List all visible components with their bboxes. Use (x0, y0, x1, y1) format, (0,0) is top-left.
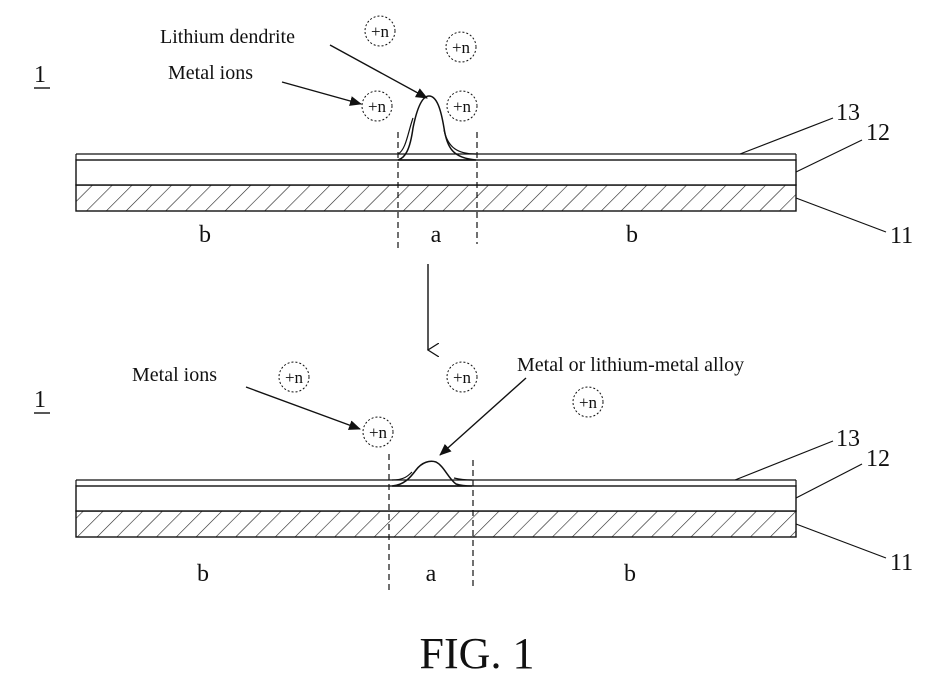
region-a-top: a (431, 222, 442, 248)
ion-bottom-4: +n (363, 417, 393, 447)
ion-top-1: +n (365, 16, 395, 46)
svg-text:+n: +n (371, 22, 390, 41)
layer-number-11-top: 11 (890, 223, 913, 249)
bottom-figure-number: 1 (34, 387, 46, 413)
leader-12-top (796, 140, 862, 172)
ion-bottom-3: +n (573, 387, 603, 417)
top-panel: 1 +n +n +n +n Lithium dendrite Metal ion… (34, 16, 913, 252)
svg-text:+n: +n (453, 368, 472, 387)
arrow-to-ion-top (282, 82, 361, 104)
ion-top-3: +n (362, 91, 392, 121)
arrow-to-dendrite (330, 45, 427, 98)
svg-text:+n: +n (369, 423, 388, 442)
ion-top-4: +n (447, 91, 477, 121)
layer-11-bottom (76, 511, 796, 537)
leader-12-bottom (796, 464, 862, 498)
metal-alloy-bump (392, 461, 472, 486)
svg-text:+n: +n (453, 97, 472, 116)
ion-top-2: +n (446, 32, 476, 62)
label-lithium-dendrite: Lithium dendrite (160, 26, 295, 48)
label-metal-ions-top: Metal ions (168, 62, 253, 84)
top-figure-number: 1 (34, 62, 46, 88)
label-metal-alloy: Metal or lithium-metal alloy (517, 354, 744, 376)
region-b-right-bottom: b (624, 561, 636, 587)
bottom-panel: 1 +n +n +n +n Metal ions Metal or lithiu… (34, 354, 913, 590)
svg-text:+n: +n (579, 393, 598, 412)
region-b-left-top: b (199, 222, 211, 248)
layer-number-12-bottom: 12 (866, 446, 890, 472)
svg-text:+n: +n (285, 368, 304, 387)
layer-number-11-bottom: 11 (890, 550, 913, 576)
leader-13-bottom (735, 441, 833, 480)
arrow-to-ion-bottom (246, 387, 360, 429)
region-b-left-bottom: b (197, 561, 209, 587)
svg-text:+n: +n (452, 38, 471, 57)
layer-12-bottom (76, 486, 796, 511)
layer-number-13-bottom: 13 (836, 426, 860, 452)
layer-12-top (76, 160, 796, 185)
layer-number-12-top: 12 (866, 120, 890, 146)
region-a-bottom: a (426, 561, 437, 587)
leader-11-bottom (796, 524, 886, 558)
arrow-to-alloy (440, 378, 526, 455)
ion-bottom-2: +n (447, 362, 477, 392)
ion-bottom-1: +n (279, 362, 309, 392)
leader-13-top (740, 118, 833, 154)
leader-11-top (796, 198, 886, 232)
figure-caption: FIG. 1 (420, 629, 535, 678)
layer-11-top (76, 185, 796, 211)
svg-text:+n: +n (368, 97, 387, 116)
layer-number-13-top: 13 (836, 100, 860, 126)
region-b-right-top: b (626, 222, 638, 248)
label-metal-ions-bottom: Metal ions (132, 364, 217, 386)
